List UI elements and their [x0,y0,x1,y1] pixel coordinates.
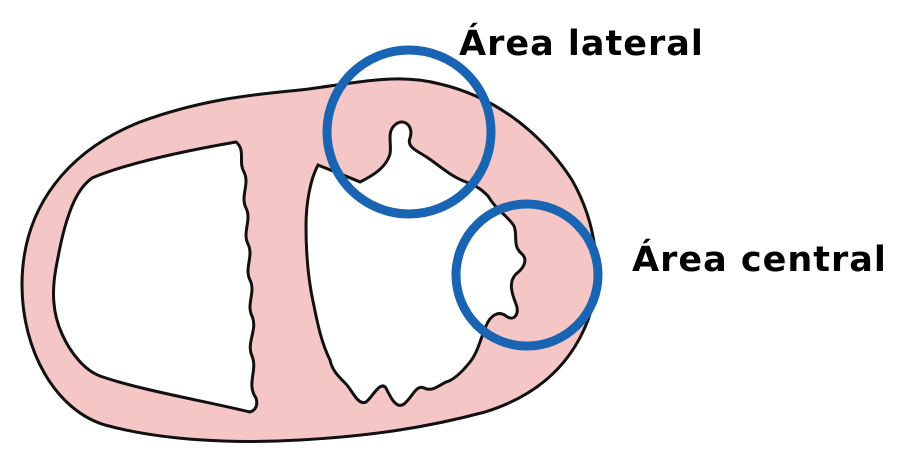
lateral-area-label: Área lateral [459,22,704,64]
central-area-label: Área central [632,238,887,280]
